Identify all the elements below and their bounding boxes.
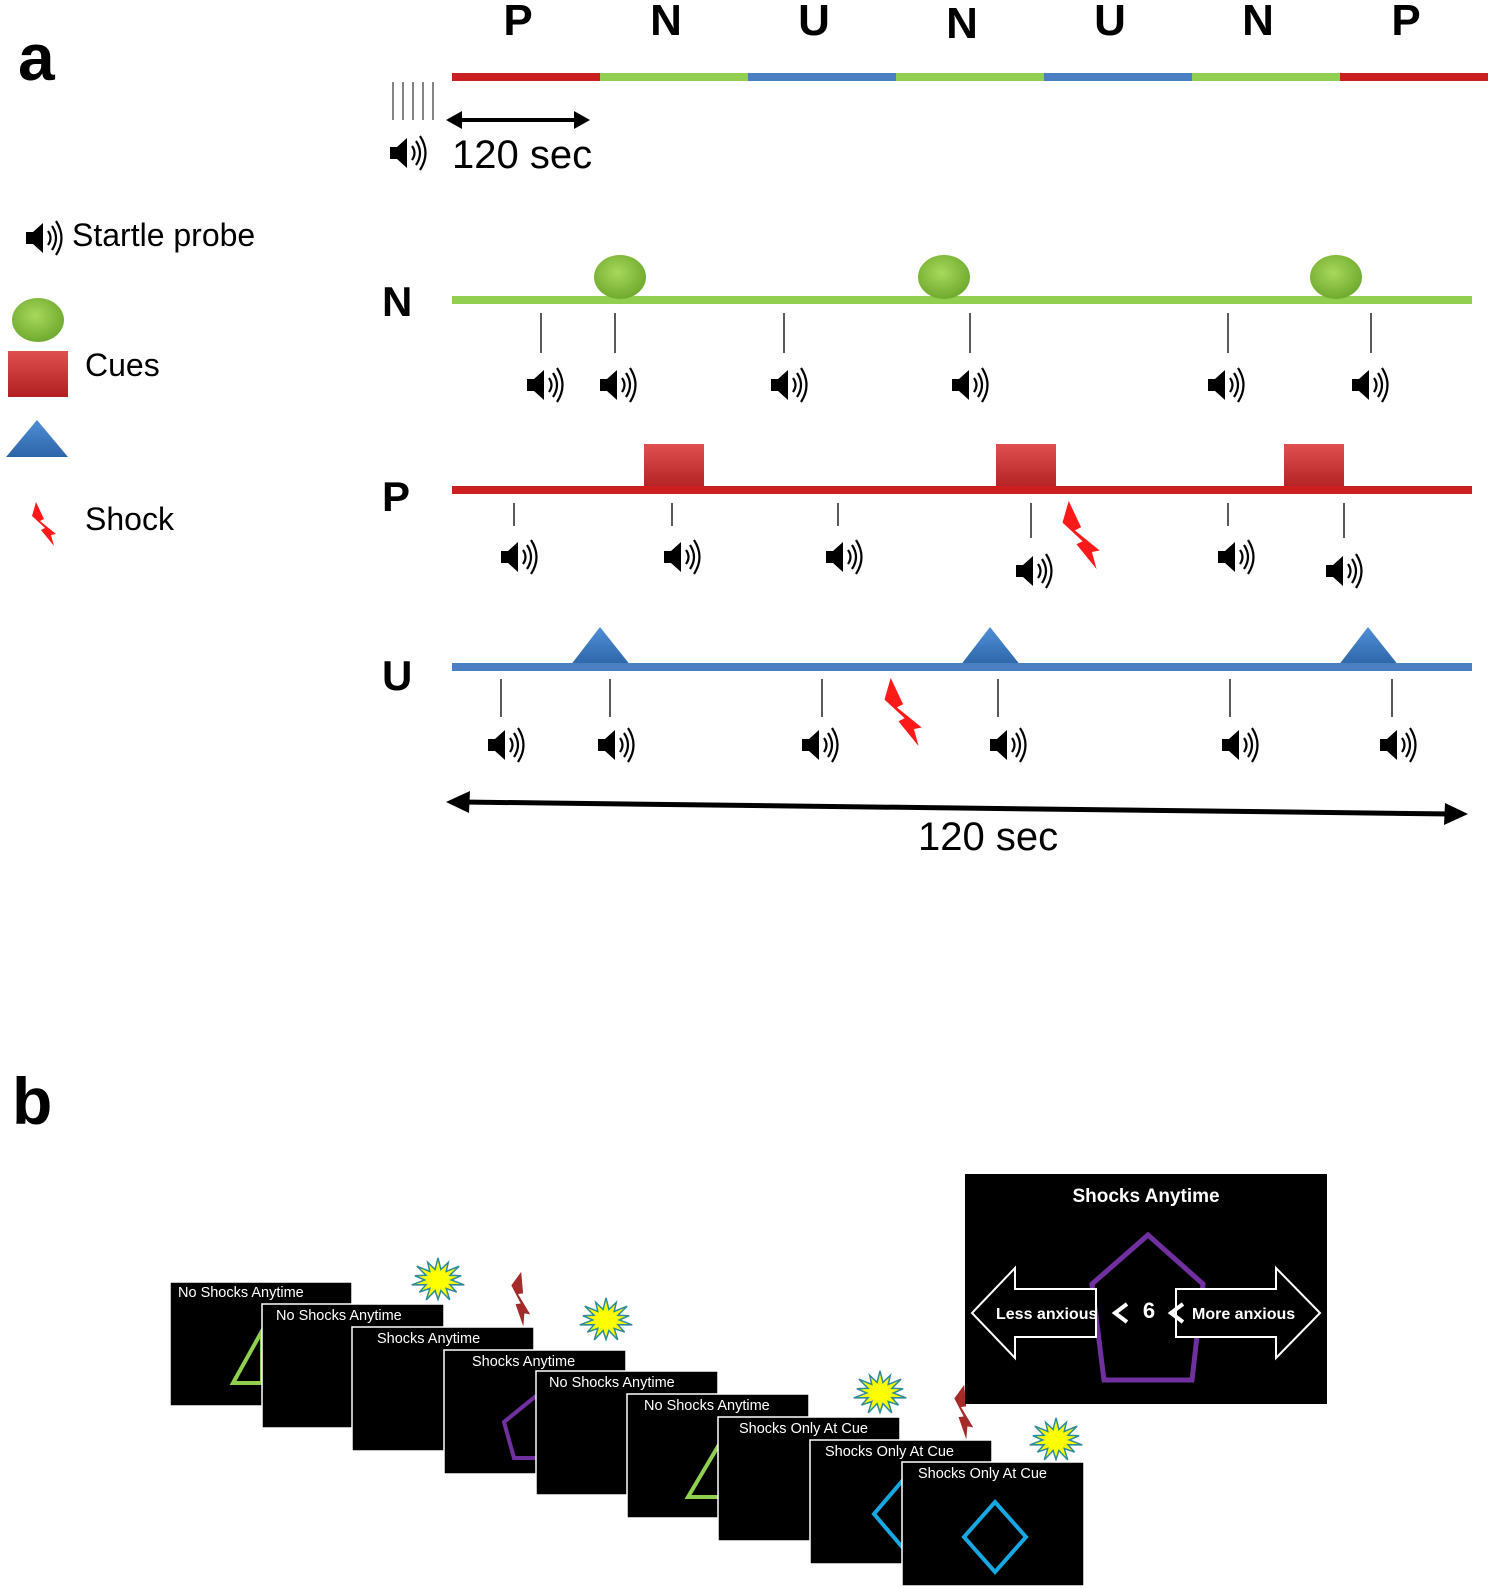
legend-startle-label: Startle probe — [72, 217, 255, 253]
circle-cue — [1310, 255, 1362, 299]
screen-title: Shocks Only At Cue — [918, 1466, 1047, 1482]
square-cue — [1284, 444, 1344, 490]
legend-shock-icon — [32, 502, 56, 546]
segment-duration-label: 120 sec — [452, 133, 592, 177]
row-u-cues — [570, 627, 1399, 666]
sequence-letter: N — [946, 0, 978, 48]
row-n-speakers — [525, 366, 1389, 404]
square-cue — [996, 444, 1056, 490]
sequence-segment — [1044, 73, 1192, 81]
screen-title: No Shocks Anytime — [644, 1398, 770, 1414]
row-u-label: U — [382, 652, 412, 699]
sequence-letter: N — [1242, 0, 1274, 45]
row-n-label: N — [382, 278, 412, 325]
diamond-shape — [961, 1498, 1029, 1576]
rating-screen-title: Shocks Anytime — [1072, 1186, 1219, 1207]
sequence-segment — [748, 73, 896, 81]
shock-bolt-icon — [499, 1270, 543, 1328]
sequence-probe-ticks — [392, 82, 434, 120]
screen-title: Shocks Only At Cue — [825, 1444, 954, 1460]
diamond-shape — [871, 1478, 905, 1550]
left-chevron-icon — [1111, 1302, 1129, 1324]
screen-title: No Shocks Anytime — [178, 1285, 304, 1301]
panel-b-letter: b — [12, 1064, 52, 1138]
legend-circle-icon — [12, 298, 64, 342]
startle-bursts — [411, 1257, 1083, 1462]
startle-burst-icon — [579, 1297, 633, 1342]
task-screen: Shocks Only At Cue — [901, 1461, 1085, 1587]
legend-triangle-icon — [6, 420, 68, 457]
screen-title: Shocks Only At Cue — [739, 1421, 868, 1437]
row-u-probes — [500, 679, 1393, 717]
sequence-segment — [452, 73, 600, 81]
screen-title: No Shocks Anytime — [276, 1308, 402, 1324]
square-cue — [644, 444, 704, 490]
sequence-letter: P — [503, 0, 532, 45]
startle-burst-icon — [411, 1257, 465, 1302]
row-p-cues — [644, 444, 1344, 490]
row-p-speakers — [499, 538, 1363, 590]
more-anxious-label: More anxious — [1192, 1306, 1295, 1323]
total-duration-label: 120 sec — [918, 815, 1058, 859]
sequence-segment — [600, 73, 748, 81]
segment-duration-arrow — [446, 111, 590, 129]
row-u-speakers — [486, 726, 1417, 764]
triangle-cue — [960, 627, 1021, 666]
circle-cue — [918, 255, 970, 299]
pentagon-shape — [501, 1394, 538, 1460]
total-duration-arrow — [446, 791, 1468, 825]
speaker-icon — [388, 134, 427, 172]
triangle-cue — [1338, 627, 1399, 666]
sequence-letter: U — [1094, 0, 1126, 45]
left-chevron-icon — [1167, 1302, 1185, 1324]
less-anxious-label: Less anxious — [996, 1306, 1097, 1323]
row-p-label: P — [382, 473, 410, 520]
less-anxious-arrow[interactable] — [970, 1265, 1097, 1361]
shock-icon — [1062, 500, 1100, 570]
screen-title: Shocks Anytime — [377, 1331, 480, 1347]
row-n-cues — [594, 255, 1362, 299]
row-p-probes — [513, 503, 1345, 538]
sequence-segment — [1192, 73, 1340, 81]
legend-shock-label: Shock — [85, 501, 175, 537]
startle-burst-icon — [853, 1370, 907, 1415]
screen-title: No Shocks Anytime — [549, 1375, 675, 1391]
row-n-probes — [540, 313, 1372, 353]
legend-cues-label: Cues — [85, 347, 160, 383]
legend-square-icon — [8, 351, 68, 397]
rating-value: 6 — [1143, 1298, 1155, 1323]
shock-icon — [884, 677, 922, 747]
sequence-segment — [1340, 73, 1488, 81]
sequence-bar — [452, 73, 1488, 81]
more-anxious-arrow[interactable] — [1175, 1265, 1322, 1361]
sequence-letter: N — [650, 0, 682, 45]
screen-stack: No Shocks Anytime No Shocks Anytime Shoc… — [169, 1281, 1085, 1587]
sequence-segment — [896, 73, 1044, 81]
sequence-letter: P — [1391, 0, 1420, 45]
legend-speaker-icon — [24, 219, 63, 257]
pentagon-shape — [1089, 1231, 1206, 1383]
startle-burst-icon — [1029, 1417, 1083, 1462]
panel-a-letter: a — [18, 20, 56, 94]
circle-cue — [594, 255, 646, 299]
sequence-letter: U — [798, 0, 830, 45]
triangle-cue — [570, 627, 631, 666]
screen-title: Shocks Anytime — [472, 1354, 575, 1370]
rating-screen: Shocks Anytime Less anxious More anxious… — [965, 1174, 1327, 1404]
